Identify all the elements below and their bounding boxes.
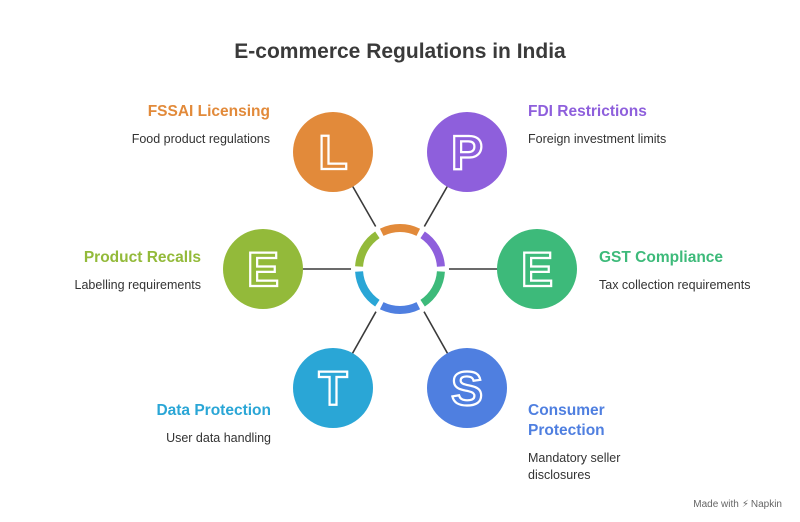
node-circle-5: [223, 229, 303, 309]
node-circle-1: [427, 112, 507, 192]
hub-ring-segment-1: [420, 231, 445, 267]
label-description: Mandatory seller disclosures: [528, 451, 621, 482]
hub-ring-segment-2: [420, 271, 445, 307]
node-circle-3: [427, 348, 507, 428]
napkin-watermark: Made with⚡Napkin: [693, 499, 782, 510]
node-letter-1: P: [451, 127, 483, 180]
brand-name: Napkin: [750, 499, 782, 510]
label-fssai-licensing: FSSAI Licensing Food product regulations: [40, 102, 270, 148]
hub-ring-segment-5: [355, 231, 380, 267]
label-title: Consumer Protection: [528, 402, 605, 439]
label-consumer-protection: Consumer Protection Mandatory seller dis…: [528, 401, 648, 484]
made-with-text: Made with: [693, 499, 739, 510]
node-letter-0: L: [318, 127, 347, 180]
hub-ring-segment-3: [379, 302, 421, 314]
label-description: Tax collection requirements: [599, 278, 751, 292]
node-letter-4: T: [318, 363, 347, 416]
label-product-recalls: Product Recalls Labelling requirements: [0, 248, 201, 294]
label-description: Food product regulations: [131, 132, 270, 146]
label-description: User data handling: [166, 431, 271, 445]
node-circle-4: [293, 348, 373, 428]
hub-center: [351, 220, 449, 318]
node-letter-5: E: [247, 244, 279, 297]
label-title: FSSAI Licensing: [147, 103, 270, 120]
node-letter-2: E: [521, 244, 553, 297]
label-data-protection: Data Protection User data handling: [41, 401, 271, 447]
diagram-title: E-commerce Regulations in India: [234, 40, 566, 63]
label-title: GST Compliance: [599, 249, 724, 266]
label-gst-compliance: GST Compliance Tax collection requiremen…: [599, 248, 800, 294]
label-title: Data Protection: [156, 402, 271, 419]
label-fdi-restrictions: FDI Restrictions Foreign investment limi…: [528, 102, 758, 148]
node-circle-2: [497, 229, 577, 309]
hub-ring-segment-0: [379, 224, 421, 236]
label-title: Product Recalls: [83, 249, 201, 266]
napkin-logo-icon: ⚡: [741, 499, 749, 510]
label-description: Labelling requirements: [74, 278, 201, 292]
label-title: FDI Restrictions: [528, 103, 647, 120]
hub-ring-segment-4: [355, 271, 380, 307]
node-circle-0: [293, 112, 373, 192]
node-letter-3: S: [451, 363, 483, 416]
label-description: Foreign investment limits: [528, 132, 667, 146]
